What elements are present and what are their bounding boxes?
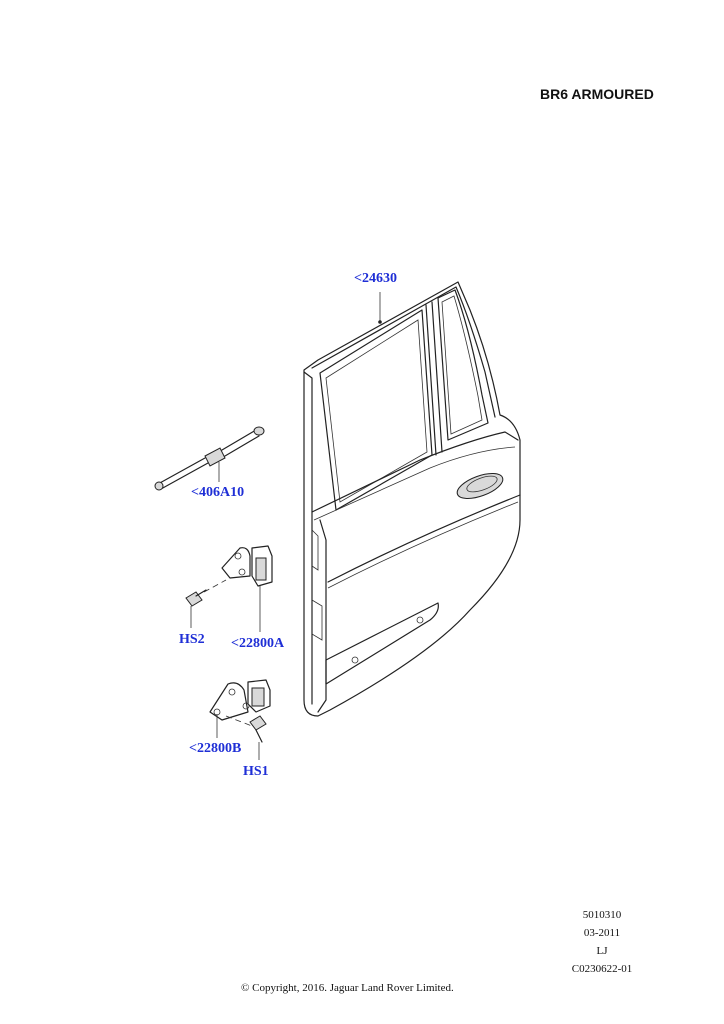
gas-strut-part (154, 426, 265, 491)
callout-screw-hs2[interactable]: HS2 (179, 632, 205, 647)
lower-hinge-screw-part (249, 715, 267, 760)
lower-hinge-part (209, 679, 271, 738)
author-initials: LJ (596, 945, 608, 957)
issue-date: 03-2011 (583, 927, 621, 939)
callout-door-shell[interactable]: <24630 (354, 271, 397, 286)
diagram-metadata: 5010310 03-2011 LJ C0230622-01 (542, 906, 662, 978)
callout-gas-strut[interactable]: <406A10 (191, 485, 245, 500)
callout-hinge-lower[interactable]: <22800B (189, 741, 242, 756)
callout-hinge-upper[interactable]: <22800A (231, 636, 285, 651)
upper-hinge-part (203, 545, 273, 632)
ref-number: 5010310 (582, 909, 622, 921)
upper-hinge-screw-part (185, 589, 207, 628)
callout-screw-hs1[interactable]: HS1 (243, 764, 269, 779)
illustration-code: C0230622-01 (571, 963, 633, 975)
diagram-title: BR6 ARMOURED (540, 86, 654, 102)
door-leader-dot (378, 320, 382, 324)
copyright-notice: © Copyright, 2016. Jaguar Land Rover Lim… (241, 982, 454, 994)
rear-door-shell (303, 281, 521, 717)
